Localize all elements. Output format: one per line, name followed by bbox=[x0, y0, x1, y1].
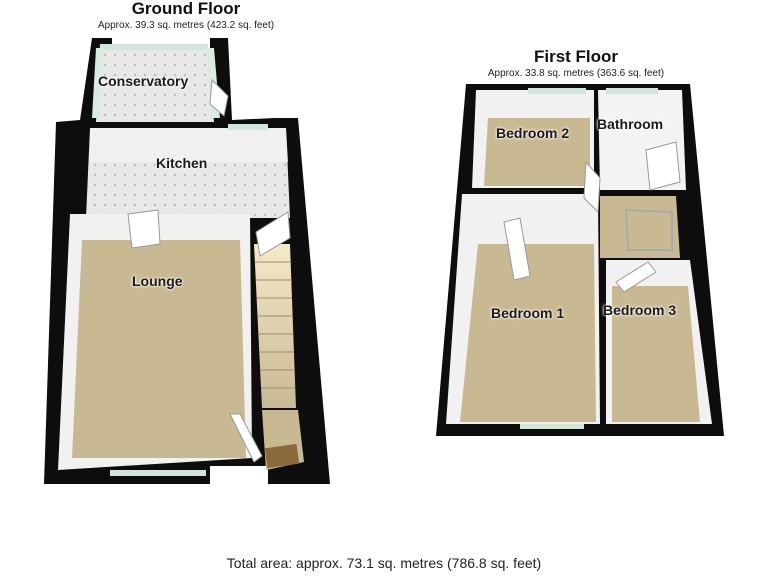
room-label-conservatory: Conservatory bbox=[98, 73, 189, 89]
ground-floor-area: Approx. 39.3 sq. metres (423.2 sq. feet) bbox=[97, 20, 275, 31]
first-floor-plan bbox=[436, 84, 724, 436]
landing-bannister bbox=[624, 208, 673, 251]
ground-floor-title: Ground Floor bbox=[131, 0, 241, 18]
bedroom-2-window bbox=[528, 88, 586, 94]
first-floor-window-front bbox=[520, 424, 584, 429]
conservatory-floor bbox=[96, 44, 214, 122]
kitchen-door bbox=[255, 211, 291, 257]
kitchen-wall-face bbox=[90, 128, 288, 162]
ground-floor-plan bbox=[44, 38, 330, 484]
bedroom-1-door bbox=[503, 217, 531, 281]
front-door bbox=[229, 413, 263, 463]
first-floor-area: Approx. 33.8 sq. metres (363.6 sq. feet) bbox=[487, 68, 665, 79]
bathroom-window bbox=[606, 88, 658, 94]
room-label-bedroom-1: Bedroom 1 bbox=[491, 305, 565, 321]
conservatory-side-glazing-left bbox=[92, 48, 104, 118]
conservatory-window bbox=[100, 44, 208, 50]
staircase bbox=[254, 244, 296, 408]
lounge-window bbox=[110, 470, 206, 476]
bedroom-2-door bbox=[583, 160, 601, 214]
room-label-lounge: Lounge bbox=[132, 273, 183, 289]
lounge-floor bbox=[72, 240, 246, 458]
bathroom-door bbox=[645, 141, 681, 191]
doormat bbox=[264, 443, 300, 469]
first-floor-title: First Floor bbox=[533, 47, 619, 66]
bedroom-2-floor bbox=[484, 118, 590, 186]
room-label-bedroom-2: Bedroom 2 bbox=[496, 125, 570, 141]
room-label-kitchen: Kitchen bbox=[156, 155, 208, 171]
bedroom-3-floor bbox=[612, 286, 700, 422]
stair-treads bbox=[255, 261, 295, 389]
bedroom-1-floor bbox=[460, 244, 596, 422]
kitchen-window bbox=[228, 124, 268, 130]
bedroom-3-door bbox=[615, 261, 657, 293]
room-label-bedroom-3: Bedroom 3 bbox=[603, 302, 677, 318]
conservatory-door bbox=[209, 78, 229, 117]
lounge-door bbox=[127, 209, 161, 249]
landing-floor bbox=[600, 196, 680, 258]
total-area-caption: Total area: approx. 73.1 sq. metres (786… bbox=[226, 555, 542, 571]
room-label-bathroom: Bathroom bbox=[597, 116, 664, 132]
